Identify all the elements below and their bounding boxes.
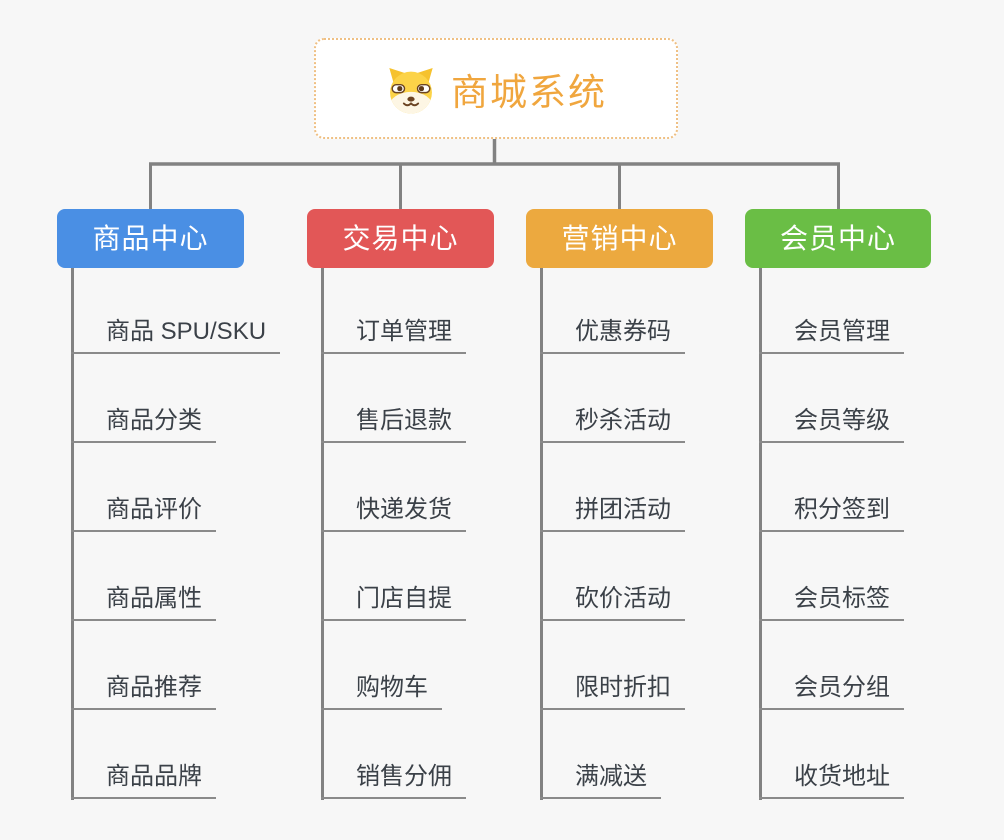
leaf-item[interactable]: 商品品牌 [71,751,216,799]
leaf-item[interactable]: 销售分佣 [321,751,466,799]
leaf-item[interactable]: 砍价活动 [540,573,685,621]
leaf-item[interactable]: 购物车 [321,662,442,710]
leaf-item[interactable]: 会员管理 [759,306,904,354]
leaf-item[interactable]: 优惠券码 [540,306,685,354]
root-node[interactable]: 商城系统 [314,38,678,139]
leaf-item[interactable]: 商品推荐 [71,662,216,710]
leaf-item[interactable]: 收货地址 [759,751,904,799]
leaf-item[interactable]: 秒杀活动 [540,395,685,443]
leaf-item[interactable]: 门店自提 [321,573,466,621]
branch-node-members[interactable]: 会员中心 [745,209,931,268]
leaf-item[interactable]: 快递发货 [321,484,466,532]
leaf-item[interactable]: 商品评价 [71,484,216,532]
leaf-item[interactable]: 会员标签 [759,573,904,621]
leaf-item[interactable]: 限时折扣 [540,662,685,710]
dog-face-icon [389,67,433,114]
leaf-item[interactable]: 会员等级 [759,395,904,443]
leaf-item[interactable]: 会员分组 [759,662,904,710]
leaf-item[interactable]: 满减送 [540,751,661,799]
leaf-item[interactable]: 拼团活动 [540,484,685,532]
leaf-item[interactable]: 积分签到 [759,484,904,532]
root-title: 商城系统 [451,71,607,113]
branch-node-trade[interactable]: 交易中心 [307,209,494,268]
leaf-item[interactable]: 商品 SPU/SKU [71,306,281,354]
leaf-item[interactable]: 商品属性 [71,573,216,621]
branch-node-products[interactable]: 商品中心 [57,209,244,268]
branch-node-marketing[interactable]: 营销中心 [526,209,713,268]
leaf-item[interactable]: 售后退款 [321,395,466,443]
leaf-item[interactable]: 订单管理 [321,306,466,354]
leaf-item[interactable]: 商品分类 [71,395,216,443]
